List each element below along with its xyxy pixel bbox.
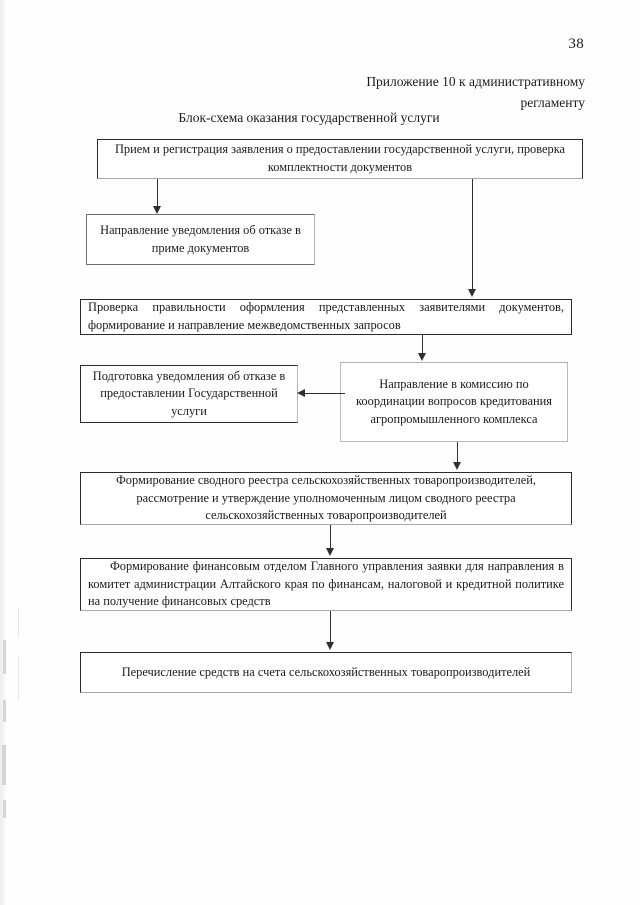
- page-edge-shadow: [0, 0, 7, 905]
- appendix-reference: Приложение 10 к административному реглам…: [265, 72, 585, 114]
- arrowhead-intake-to-verification: [467, 289, 476, 297]
- flow-node-transfer-funds-label: Перечисление средств на счета сельскохоз…: [121, 664, 531, 679]
- connector-funding-request-to-transfer: [330, 611, 331, 644]
- flow-node-refusal-notice-service-label: Подготовка уведомления об отказе в предо…: [92, 368, 286, 418]
- arrowhead-verification-to-commission: [417, 353, 426, 361]
- flow-node-consolidated-register-label: Формирование сводного реестра сельскохоз…: [116, 473, 536, 523]
- appendix-reference-line-2: регламенту: [520, 94, 585, 110]
- flow-node-verification: Проверка правильности оформления предста…: [80, 299, 572, 335]
- flow-node-commission: Направление в комиссию по координации во…: [340, 362, 568, 442]
- page-number: 38: [568, 36, 584, 52]
- connector-verification-to-commission: [422, 335, 423, 355]
- flow-node-funding-request: Формирование финансовым отделом Главного…: [80, 558, 572, 611]
- scan-artifact: [3, 640, 6, 674]
- scan-artifact: [18, 607, 19, 637]
- connector-commission-to-register: [457, 442, 458, 464]
- arrowhead-intake-to-refusal-acceptance: [152, 206, 161, 214]
- connector-register-to-funding-request: [330, 525, 331, 550]
- arrowhead-register-to-funding-request: [325, 548, 334, 556]
- arrowhead-commission-to-register: [452, 462, 461, 470]
- connector-intake-to-refusal-acceptance: [157, 179, 158, 208]
- flow-node-verification-label: Проверка правильности оформления предста…: [88, 300, 564, 332]
- connector-intake-to-verification: [472, 179, 473, 291]
- arrowhead-funding-request-to-transfer: [325, 642, 334, 650]
- scan-artifact: [18, 655, 19, 701]
- appendix-reference-line-1: Приложение 10 к административному: [366, 74, 585, 89]
- scan-artifact: [2, 745, 6, 785]
- flow-node-transfer-funds: Перечисление средств на счета сельскохоз…: [80, 652, 572, 693]
- arrowhead-commission-to-refusal-service: [297, 388, 305, 397]
- flow-node-intake: Прием и регистрация заявления о предоста…: [97, 139, 583, 179]
- flow-node-consolidated-register: Формирование сводного реестра сельскохоз…: [80, 472, 572, 525]
- page-title: Блок-схема оказания государственной услу…: [178, 110, 440, 125]
- connector-commission-to-refusal-service: [305, 393, 345, 394]
- scan-artifact: [3, 800, 6, 818]
- flow-node-funding-request-label: Формирование финансовым отделом Главного…: [88, 559, 564, 609]
- flow-node-commission-label: Направление в комиссию по координации во…: [356, 376, 552, 426]
- flow-node-refusal-notice-acceptance: Направление уведомления об отказе в прим…: [86, 214, 315, 265]
- flow-node-refusal-notice-acceptance-label: Направление уведомления об отказе в прим…: [100, 222, 301, 255]
- flow-node-refusal-notice-service: Подготовка уведомления об отказе в предо…: [80, 365, 298, 423]
- flow-node-intake-label: Прием и регистрация заявления о предоста…: [114, 142, 566, 174]
- scan-artifact: [3, 700, 6, 722]
